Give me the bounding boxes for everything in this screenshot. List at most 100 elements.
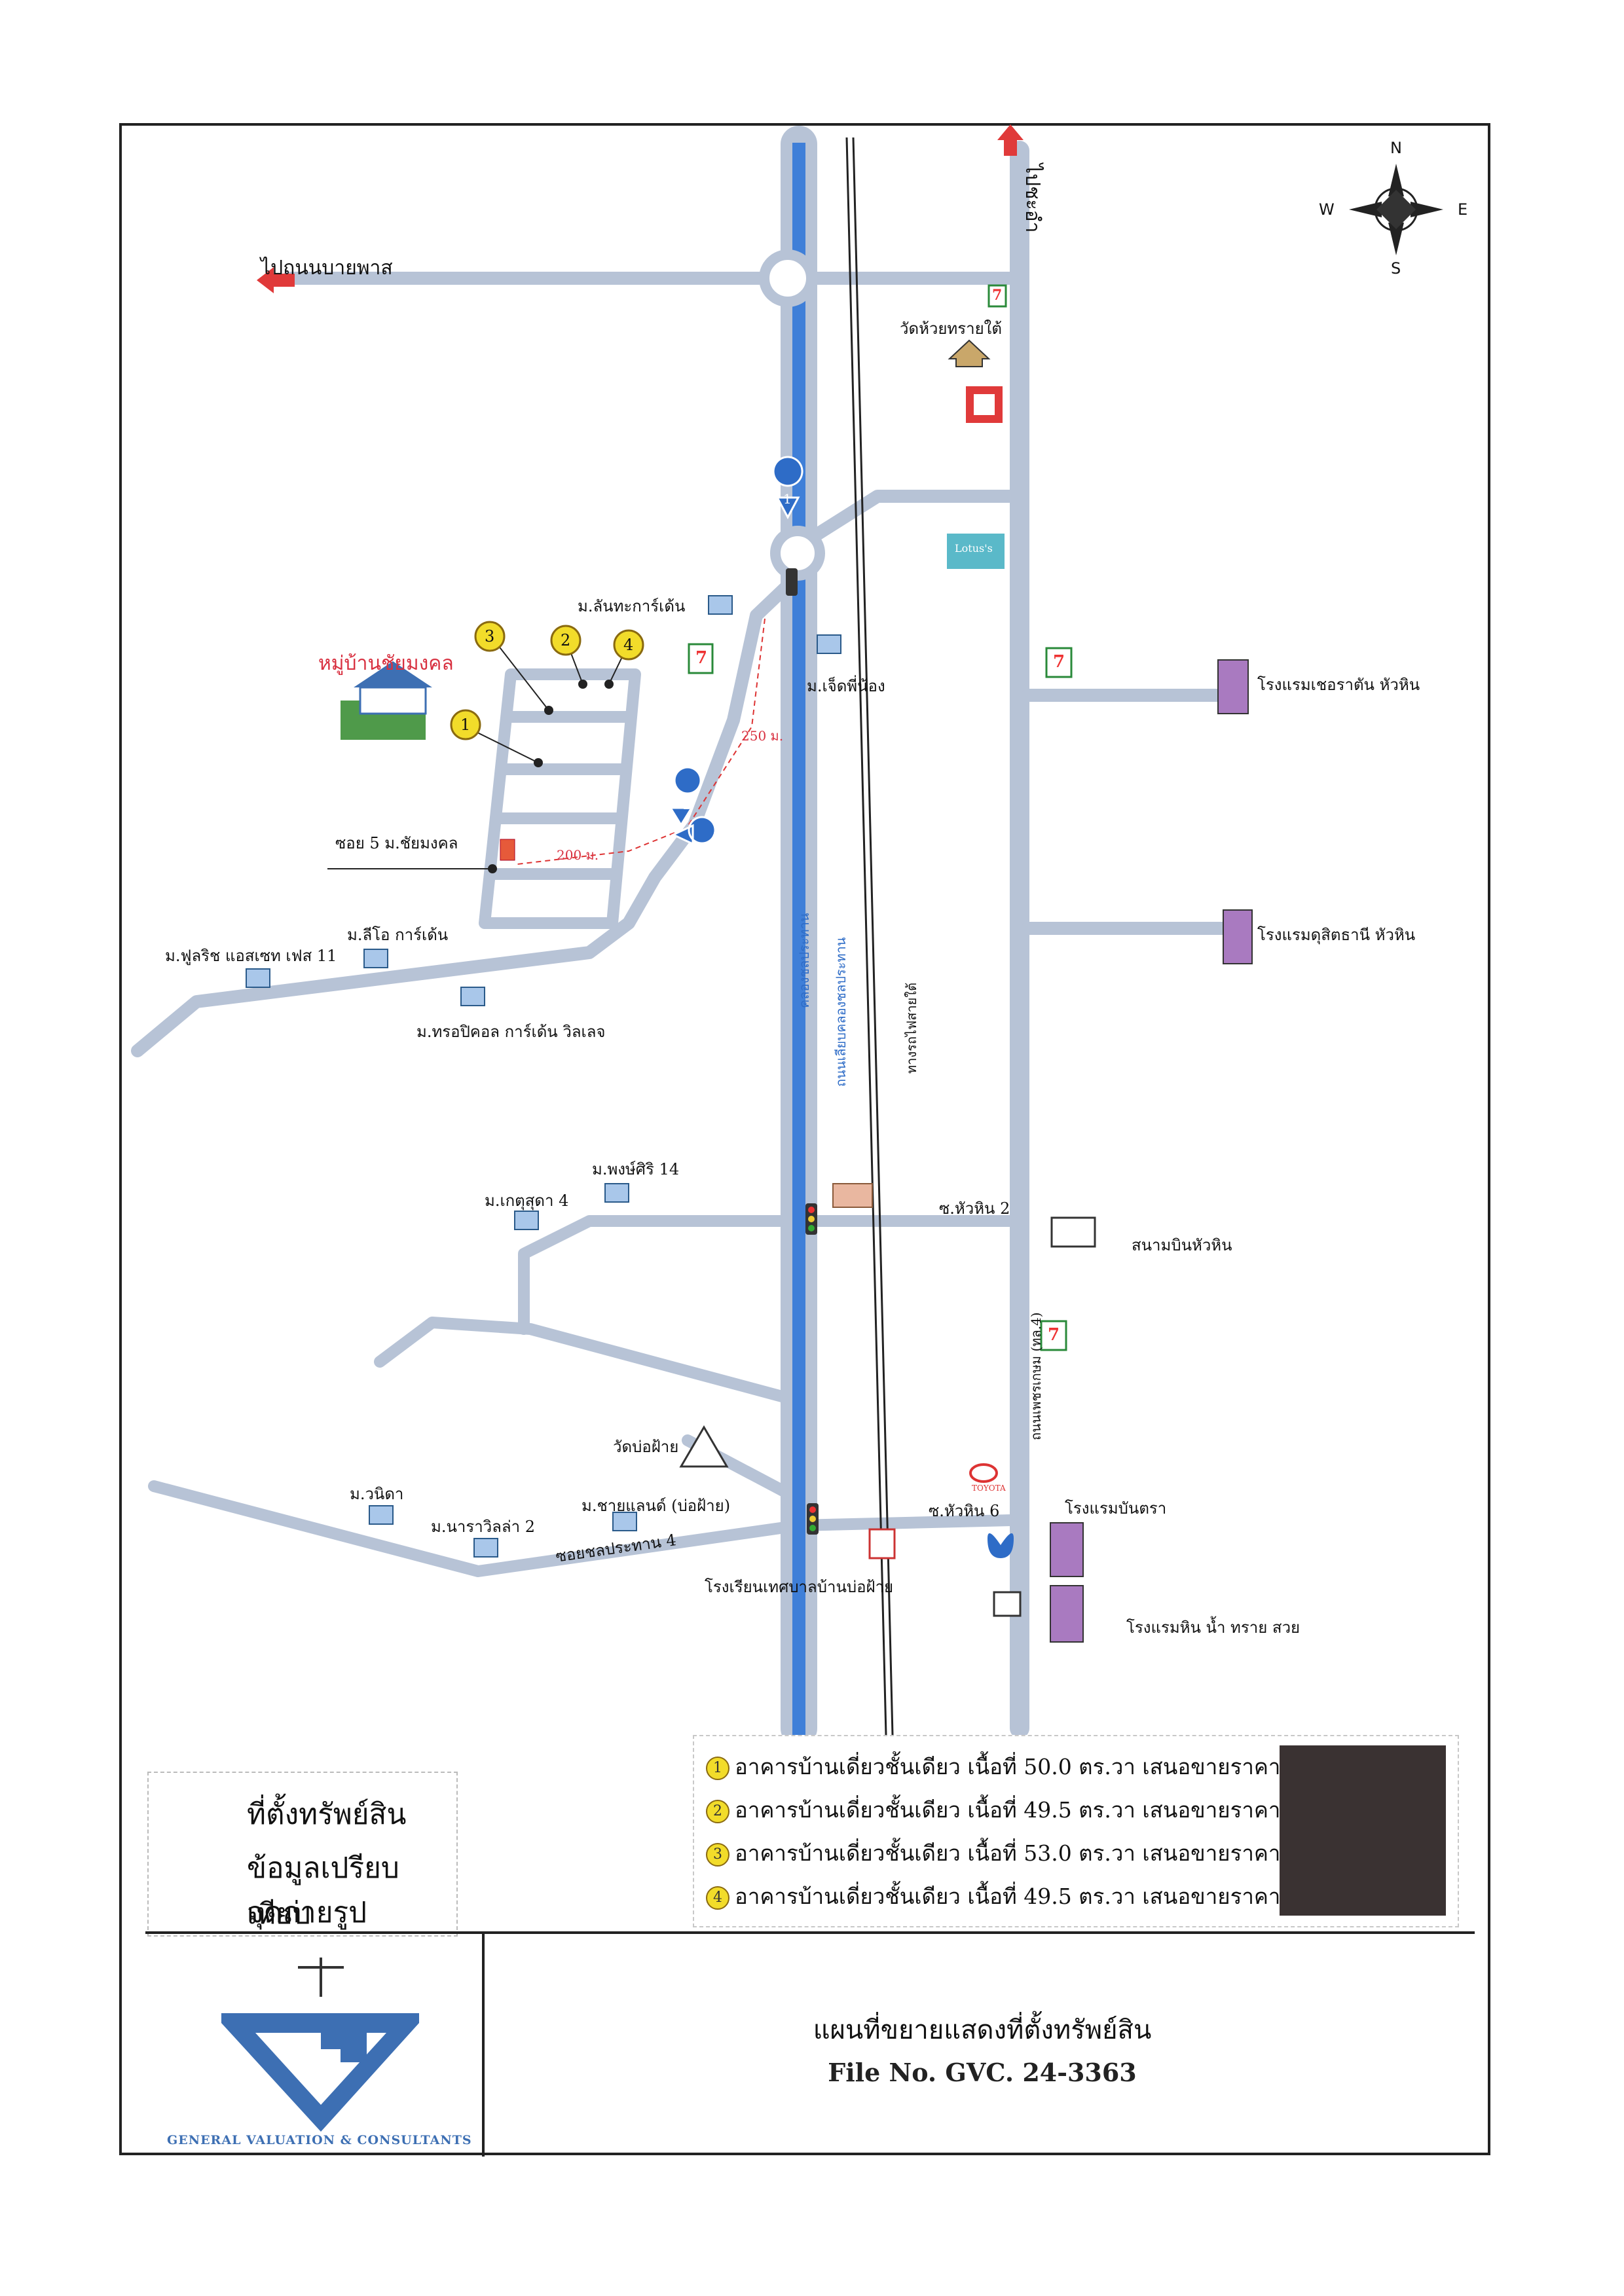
road-huahin2: [518, 1215, 1018, 1335]
traffic-light-icons: [786, 568, 819, 1535]
comp-marker-4: [613, 629, 644, 661]
comparable-num-2: 2: [706, 1800, 729, 1823]
village-house-icons: [246, 595, 841, 1558]
label-airport: สนามบินหัวหิน: [1132, 1236, 1232, 1254]
logo-box: [145, 1934, 485, 2157]
comp-marker-4-num: 4: [623, 636, 634, 654]
label-village-name: หมู่บ้านชัยมงคล: [318, 652, 454, 675]
label-m-phurich: ม.ฟูลริช แอสเซท เฟส 11: [165, 947, 337, 965]
comparable-num-4: 4: [706, 1886, 729, 1910]
comparable-num-1: 1: [706, 1757, 729, 1780]
label-canal-road: ถนนเลียบคลองชลประทาน: [833, 937, 849, 1087]
gas-station-icon: [987, 1533, 1014, 1558]
label-dist-250: 250 ม.: [741, 728, 784, 744]
village-chaimongkol-icon: [341, 661, 432, 740]
label-m-chet: ม.เจ็ดพี่น้อง: [807, 677, 885, 695]
label-hotel-sheraton: โรงแรมเชอราตัน หัวหิน: [1257, 676, 1420, 694]
gvc-logo-icon: [221, 1958, 419, 2132]
seven-eleven-label-4: 7: [1048, 1325, 1060, 1345]
label-school-bo-fai: โรงเรียนเทศบาลบ้านบ่อฝ้าย: [705, 1578, 894, 1596]
airport-icon: [1050, 1216, 1096, 1248]
temple-bo-fai-icon: [679, 1425, 729, 1468]
label-hotel-banthara: โรงแรมบันตรา: [1065, 1499, 1167, 1518]
photo-point-3-icon: [671, 816, 716, 846]
label-railway: ทางรถไฟสายใต้: [904, 982, 919, 1074]
roundabout-top: [759, 249, 817, 307]
label-soi-huahin2: ซ.หัวหิน 2: [939, 1199, 1010, 1218]
label-canal: คลองชลประทาน: [796, 913, 812, 1008]
arrow-to-bypass-icon: [257, 267, 295, 293]
legend-comparable-label: ข้อมูลเปรียบเทียบ: [247, 1851, 399, 1931]
label-m-chaiyaland: ม.ชายแลนด์ (บ่อฝ้าย): [581, 1497, 731, 1515]
label-m-lio: ม.ลีโอ การ์เด้น: [347, 926, 449, 944]
label-hotel-dusit: โรงแรมดุสิตธานี หัวหิน: [1257, 926, 1416, 944]
label-wat-bo-fai: วัดบ่อฝ้าย: [613, 1438, 679, 1456]
compass-icon: [1349, 164, 1443, 255]
hotel-icons: [1050, 659, 1253, 1643]
logo-caption: GENERAL VALUATION & CONSULTANTS: [167, 2133, 472, 2147]
comp-marker-1-num: 1: [460, 716, 471, 734]
road-huahin2-branch: [374, 1317, 805, 1407]
photo-point-1-icon: [772, 456, 803, 520]
seven-eleven-label-3: 7: [1053, 652, 1065, 672]
comparable-text-3: อาคารบ้านเดี่ยวชั้นเดียว เนื้อที่ 53.0 ต…: [735, 1840, 1281, 1866]
railway: [845, 137, 894, 1736]
label-to-bypass: ไปถนนบายพาส: [261, 257, 393, 280]
comp-marker-3-num: 3: [485, 627, 495, 646]
label-m-tropical: ม.ทรอปิคอล การ์เด้น วิลเลจ: [416, 1023, 606, 1041]
comp-leader-3: [490, 636, 549, 711]
comp-marker-3: [474, 621, 506, 652]
label-soi5: ซอย 5 ม.ชัยมงคล: [335, 834, 458, 852]
label-hotel-hin-nam-sai: โรงแรมหิน น้ำ ทราย สวย: [1126, 1618, 1301, 1637]
label-m-phongsin: ม.พงษ์ศิริ 14: [592, 1160, 680, 1178]
map-frame: [119, 123, 1490, 2155]
label-wat-huai-sai-tai: วัดห้วยทรายใต้: [900, 319, 1002, 338]
comp-marker-2-num: 2: [561, 631, 571, 649]
seven-eleven-icons: [688, 284, 1073, 1351]
property-marker-icon: [500, 839, 515, 861]
seven-eleven-label-2: 7: [695, 648, 708, 668]
lotus-icon: [947, 534, 1005, 569]
road-huahin6: [148, 1480, 1018, 1577]
house-icon-center: [832, 1183, 873, 1208]
legend-photo-label: จุดถ่ายรูป: [247, 1896, 367, 1929]
label-toyota: TOYOTA: [972, 1484, 1006, 1493]
label-soi-huahin6: ซ.หัวหิน 6: [929, 1502, 1000, 1520]
temple-huai-sai-icon: [948, 339, 991, 367]
arrow-to-chaam-icon: [997, 124, 1024, 156]
comparable-text-1: อาคารบ้านเดี่ยวชั้นเดียว เนื้อที่ 50.0 ต…: [735, 1754, 1281, 1779]
title-divider: [145, 1931, 1475, 1934]
map-title: แผนที่ขยายแสดงที่ตั้งทรัพย์สิน: [813, 2015, 1152, 2045]
seven-eleven-label-1: 7: [992, 287, 1003, 304]
label-dist-200: 200 ม.: [557, 847, 599, 863]
road-lotus: [791, 490, 1018, 553]
village-grid: [479, 668, 641, 929]
comparable-row-1: 1 อาคารบ้านเดี่ยวชั้นเดียว เนื้อที่ 50.0 …: [706, 1749, 1280, 1784]
legend: ที่ตั้งทรัพย์สิน ข้อมูลเปรียบเทียบ จุดถ่…: [147, 1772, 458, 1937]
photo-point-2-icon: [669, 766, 702, 827]
photo-point-3-num: 3: [697, 848, 705, 862]
redacted-prices: [1280, 1745, 1446, 1916]
label-lotus: Lotus's: [955, 542, 993, 555]
label-m-nara: ม.นาราวิลล่า 2: [431, 1518, 535, 1536]
comparable-num-3: 3: [706, 1843, 729, 1867]
photo-point-1-num: 1: [783, 491, 792, 507]
dashed-200m: [517, 832, 675, 865]
compass-e: E: [1458, 200, 1468, 219]
label-m-ketsuda: ม.เกตุสุดา 4: [485, 1192, 569, 1210]
label-main-road: ถนนเพชรเกษม (ทล.4): [1028, 1312, 1044, 1440]
label-to-chaam: ไปชะอำ: [1021, 164, 1044, 233]
road-to-property: [131, 570, 804, 1057]
comp-leader-1: [468, 727, 539, 763]
comparable-text-4: อาคารบ้านเดี่ยวชั้นเดียว เนื้อที่ 49.5 ต…: [735, 1884, 1281, 1909]
school-icon: [868, 1528, 896, 1559]
honda-icon: [993, 1591, 1022, 1617]
toyota-icon: [969, 1463, 998, 1483]
roundabout-mid: [770, 526, 825, 581]
legend-property-label: ที่ตั้งทรัพย์สิน: [247, 1798, 407, 1831]
comp-marker-1: [450, 709, 481, 740]
